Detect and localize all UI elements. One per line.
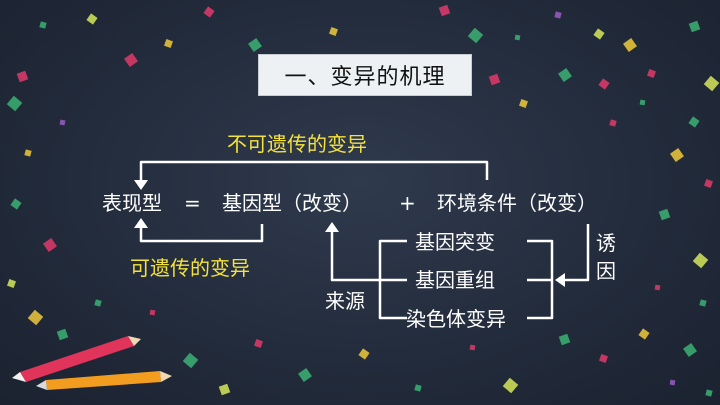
environment-label: 环境条件（改变） xyxy=(437,191,597,215)
orange-pencil-icon xyxy=(36,371,172,390)
inducement-arrow-left-icon xyxy=(555,273,565,287)
non-heritable-label: 不可遗传的变异 xyxy=(227,132,367,156)
inducement-label-top: 诱 xyxy=(596,231,616,255)
equals-sign: = xyxy=(184,191,201,215)
red-pencil-icon xyxy=(12,336,141,382)
source-item-gene-recombination: 基因重组 xyxy=(415,268,495,292)
non-heritable-connector xyxy=(139,160,489,182)
source-label: 来源 xyxy=(325,289,365,313)
genotype-label: 基因型（改变） xyxy=(222,191,362,215)
source-item-chromosome-variation: 染色体变异 xyxy=(406,307,506,331)
phenotype-label: 表现型 xyxy=(102,191,162,215)
page-title: 一、变异的机理 xyxy=(258,54,472,96)
inducement-label-bottom: 因 xyxy=(596,259,616,283)
heritable-label: 可遗传的变异 xyxy=(130,256,250,280)
heritable-connector xyxy=(139,224,264,243)
source-connector xyxy=(330,230,380,282)
source-arrow-up-icon xyxy=(325,222,339,232)
inducement-connector xyxy=(560,224,590,282)
arrow-down-icon xyxy=(134,180,148,190)
source-item-gene-mutation: 基因突变 xyxy=(415,230,495,254)
arrow-up-icon xyxy=(134,218,148,228)
plus-sign: + xyxy=(399,191,416,215)
